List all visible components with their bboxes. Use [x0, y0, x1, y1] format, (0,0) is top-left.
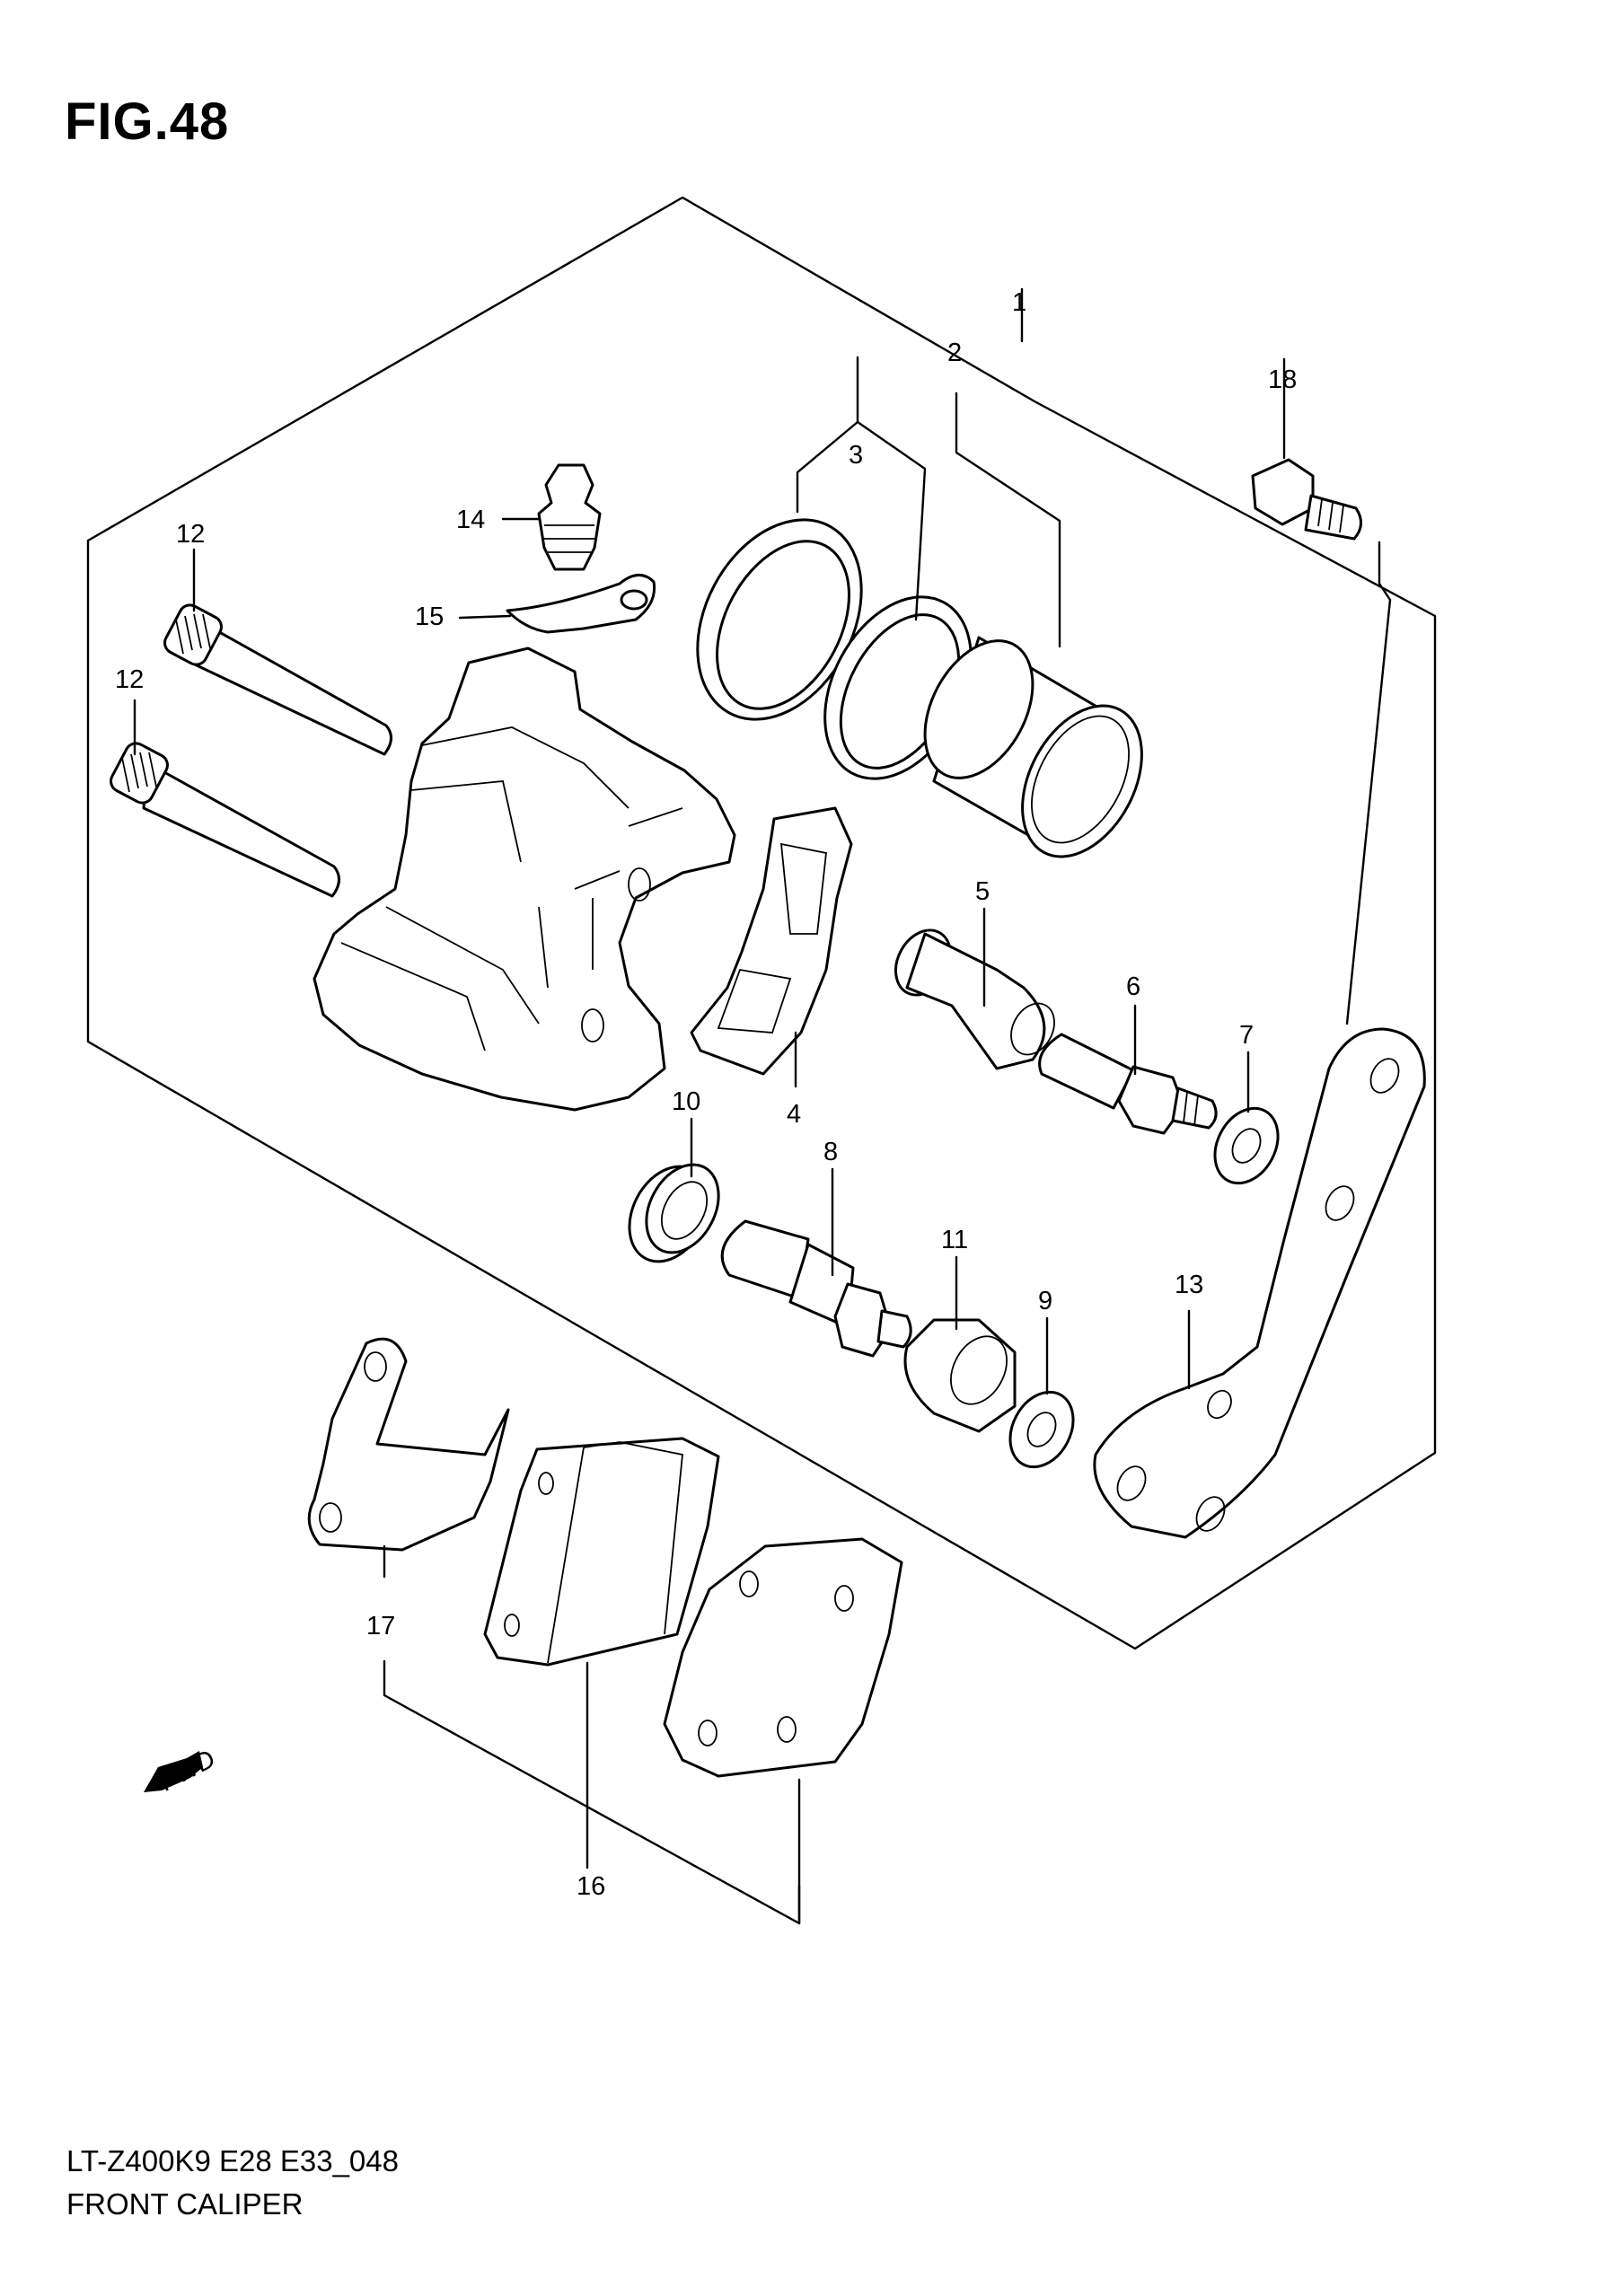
washer-lower-hole — [1026, 1412, 1057, 1447]
leader-lines — [133, 287, 1392, 1925]
callout-17: 17 — [366, 1612, 395, 1641]
washer-lower[interactable] — [998, 1381, 1086, 1478]
pad-shim[interactable] — [307, 1337, 510, 1552]
pin-boot-lower[interactable] — [903, 1318, 1018, 1433]
seal[interactable] — [613, 1152, 733, 1275]
callout-1: 1 — [1012, 288, 1026, 317]
callout-12-upper: 12 — [176, 520, 205, 549]
figure-title: FIG.48 — [65, 92, 230, 151]
piston-seal-1[interactable] — [665, 491, 894, 747]
model-code: LT-Z400K9 E28 E33_048 — [66, 2144, 399, 2177]
callout-3: 3 — [849, 441, 863, 470]
caliper-body[interactable] — [313, 647, 736, 1112]
fwd-arrow-icon: FWD — [144, 1745, 220, 1798]
callout-16: 16 — [577, 1872, 605, 1901]
assembly-outline-box — [86, 196, 1437, 1650]
slide-pin-upper[interactable] — [1038, 1033, 1218, 1135]
pad-spring[interactable] — [690, 806, 853, 1076]
callout-6: 6 — [1126, 972, 1140, 1001]
callout-12-lower: 12 — [115, 665, 144, 694]
callout-9: 9 — [1038, 1287, 1052, 1315]
callout-14: 14 — [456, 506, 485, 534]
callout-10: 10 — [672, 1087, 700, 1116]
washer-upper-hole — [1231, 1128, 1262, 1164]
callout-2: 2 — [947, 339, 962, 367]
callout-5: 5 — [975, 877, 990, 906]
fwd-label: FWD — [154, 1745, 220, 1798]
bleeder-valve[interactable] — [537, 463, 602, 571]
brake-pad-outer[interactable] — [663, 1537, 903, 1778]
slide-pin-lower[interactable] — [720, 1219, 912, 1358]
bleeder-cap-clip[interactable] — [506, 574, 656, 634]
callout-11: 11 — [941, 1226, 968, 1254]
callout-15: 15 — [415, 603, 444, 631]
mounting-bolt[interactable] — [1251, 458, 1362, 541]
pad-pin-lower[interactable] — [107, 740, 340, 898]
caliper-bracket[interactable] — [1093, 1027, 1426, 1539]
brake-pad-inner[interactable] — [483, 1437, 720, 1667]
figure-name: FRONT CALIPER — [66, 2187, 304, 2221]
callout-8: 8 — [823, 1138, 838, 1166]
pin-boot-upper[interactable] — [885, 920, 1062, 1070]
callout-18: 18 — [1268, 365, 1297, 394]
callout-7: 7 — [1239, 1021, 1254, 1050]
piston[interactable] — [903, 622, 1167, 877]
callout-4: 4 — [787, 1100, 801, 1129]
pad-pin-upper[interactable] — [161, 602, 392, 756]
washer-upper[interactable] — [1202, 1097, 1290, 1194]
callout-13: 13 — [1175, 1271, 1203, 1299]
callout-labels: 1 2 3 4 5 6 7 8 9 10 11 12 12 13 14 15 1… — [115, 288, 1297, 1901]
